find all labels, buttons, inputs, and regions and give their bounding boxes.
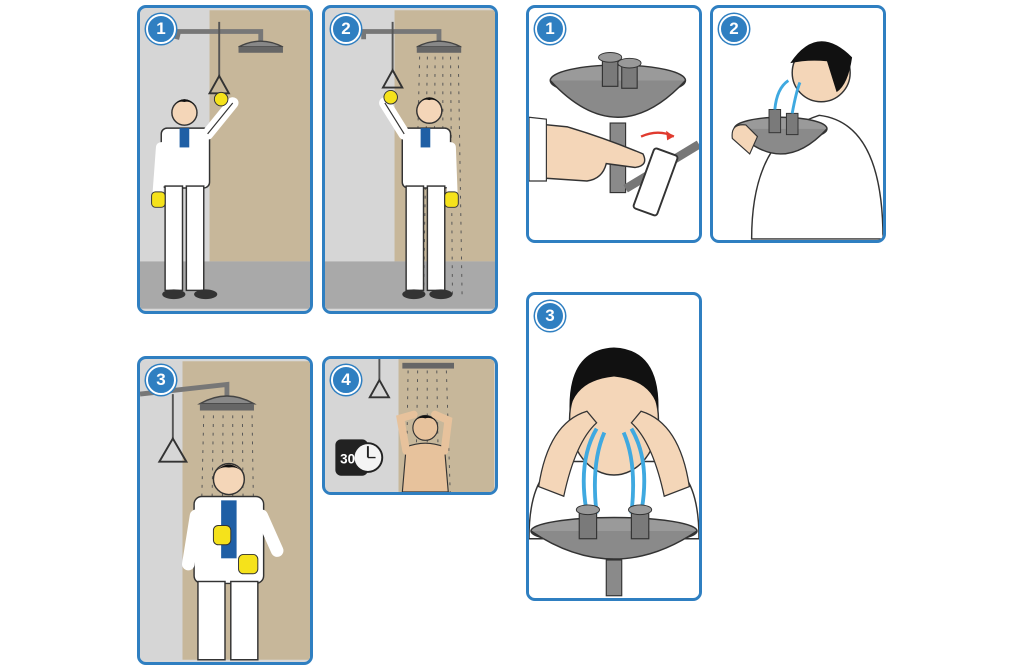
eyewash-step-2-panel: 2 <box>710 5 886 243</box>
water-stream-icon <box>773 79 802 114</box>
shower-step-1-panel: 1 <box>137 5 313 314</box>
shower-step-4-badge: 4 <box>331 365 361 395</box>
eyewash-step-3-illustration <box>529 297 699 597</box>
eyewash-step-3-badge: 3 <box>535 301 565 331</box>
hand-icon <box>731 124 759 155</box>
person-figure-icon <box>379 89 459 300</box>
eyewash-basin-icon <box>733 109 828 155</box>
shower-step-2-panel: 2 <box>322 5 498 314</box>
shower-head-icon <box>361 29 462 53</box>
shower-step-1-badge: 1 <box>146 14 176 44</box>
shower-step-4-panel: 4 30 <box>322 356 498 495</box>
eyewash-step-2-illustration <box>713 9 883 240</box>
shower-step-3-badge: 3 <box>146 365 176 395</box>
pull-handle-icon <box>381 21 404 89</box>
person-figure-icon <box>182 462 284 661</box>
shower-step-2-illustration <box>325 10 495 309</box>
shower-step-3-panel: 3 <box>137 356 313 665</box>
pull-handle-icon <box>368 359 391 399</box>
shower-step-1-illustration <box>140 10 310 309</box>
eyewash-basin-icon <box>549 52 687 194</box>
stopwatch-icon: 30 <box>335 439 384 476</box>
eyewash-step-2-badge: 2 <box>719 14 749 44</box>
person-figure-icon <box>396 410 453 492</box>
eyewash-step-1-badge: 1 <box>535 14 565 44</box>
eyewash-basin-icon <box>530 504 698 597</box>
person-figure-icon <box>529 347 699 540</box>
eyewash-step-1-illustration <box>529 9 699 239</box>
hand-icon <box>529 116 646 182</box>
shower-step-3-illustration <box>140 361 310 661</box>
person-figure-icon <box>151 91 239 300</box>
timer-label: 30 <box>340 451 355 466</box>
water-stream-icon <box>581 427 647 514</box>
pull-handle-icon <box>157 394 189 463</box>
shower-head-icon <box>402 362 455 369</box>
shower-step-2-badge: 2 <box>331 14 361 44</box>
push-handle-icon <box>623 140 699 217</box>
eyewash-step-3-panel: 3 <box>526 292 702 601</box>
eyewash-step-1-panel: 1 <box>526 5 702 243</box>
arrow-icon <box>640 130 675 141</box>
